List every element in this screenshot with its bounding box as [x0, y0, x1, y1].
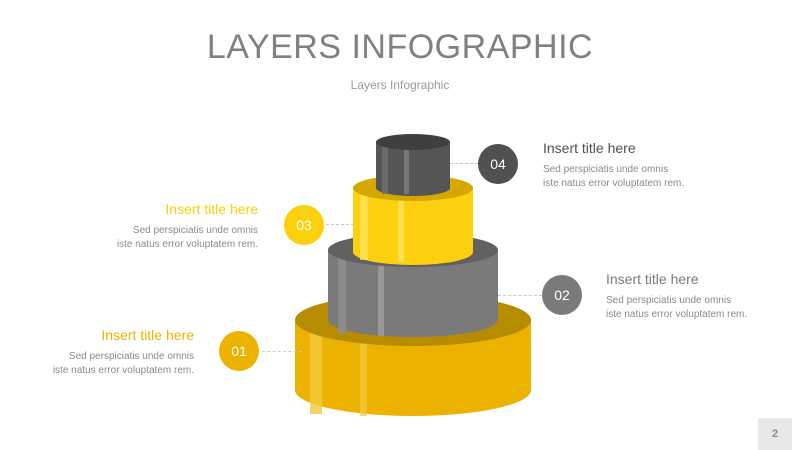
connector-03 — [326, 224, 354, 225]
item-01-description: Sed perspiciatis unde omnis iste natus e… — [52, 351, 194, 376]
item-01-title: Insert title here — [101, 327, 194, 343]
slide-title: LAYERS INFOGRAPHIC — [206, 28, 594, 66]
layer-04-cylinder — [376, 134, 450, 196]
item-02-description: Sed perspiciatis unde omnis iste natus e… — [606, 295, 748, 320]
badge-03: 03 — [284, 205, 324, 245]
badge-01: 01 — [219, 331, 259, 371]
badge-02: 02 — [542, 275, 582, 315]
badge-04: 04 — [478, 144, 518, 184]
item-04-title: Insert title here — [543, 140, 636, 156]
item-02-title: Insert title here — [606, 271, 699, 287]
slide-subtitle: Layers Infographic — [350, 78, 450, 92]
connector-02 — [498, 295, 542, 296]
item-03-title: Insert title here — [165, 201, 258, 217]
connector-01 — [262, 351, 302, 352]
item-04-description: Sed perspiciatis unde omnis iste natus e… — [543, 164, 685, 189]
connector-04 — [450, 163, 478, 164]
item-03-description: Sed perspiciatis unde omnis iste natus e… — [116, 225, 258, 250]
page-number: 2 — [758, 418, 792, 450]
